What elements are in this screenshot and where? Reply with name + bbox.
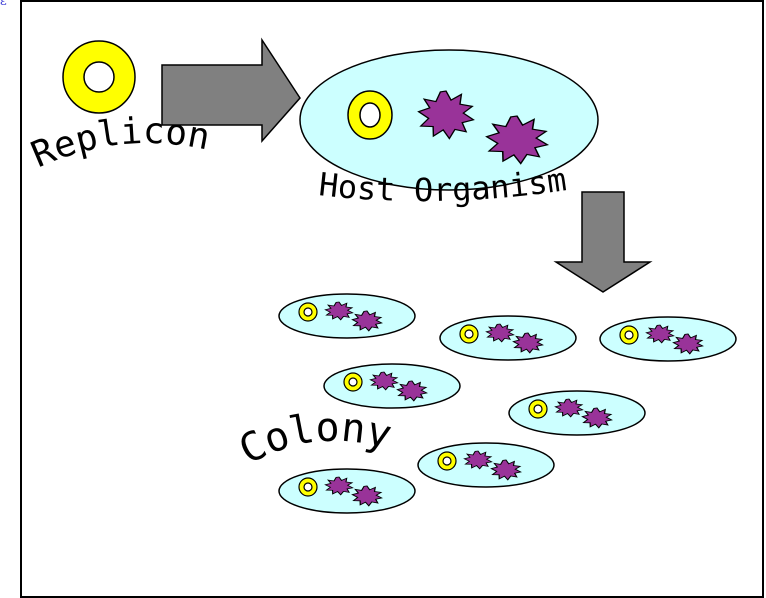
colony-cell xyxy=(440,316,576,360)
colony-cell xyxy=(279,294,415,338)
colony-plasmid-ring xyxy=(529,400,547,418)
colony-plasmid-ring xyxy=(620,326,638,344)
host-plasmid-ring xyxy=(348,91,392,139)
colony-plasmid-ring xyxy=(344,373,362,391)
colony-cell xyxy=(418,443,554,487)
colony-cell xyxy=(324,364,460,408)
colony-cell xyxy=(279,469,415,513)
colony-cell xyxy=(600,317,736,361)
down-arrow xyxy=(556,192,650,292)
replicon-ring xyxy=(63,41,135,113)
colony-label: Colony xyxy=(232,404,396,473)
colony-group xyxy=(279,294,736,513)
colony-cell xyxy=(509,391,645,435)
colony-plasmid-ring xyxy=(438,452,456,470)
colony-plasmid-ring xyxy=(299,478,317,496)
colony-plasmid-ring xyxy=(460,325,478,343)
colony-plasmid-ring xyxy=(299,303,317,321)
